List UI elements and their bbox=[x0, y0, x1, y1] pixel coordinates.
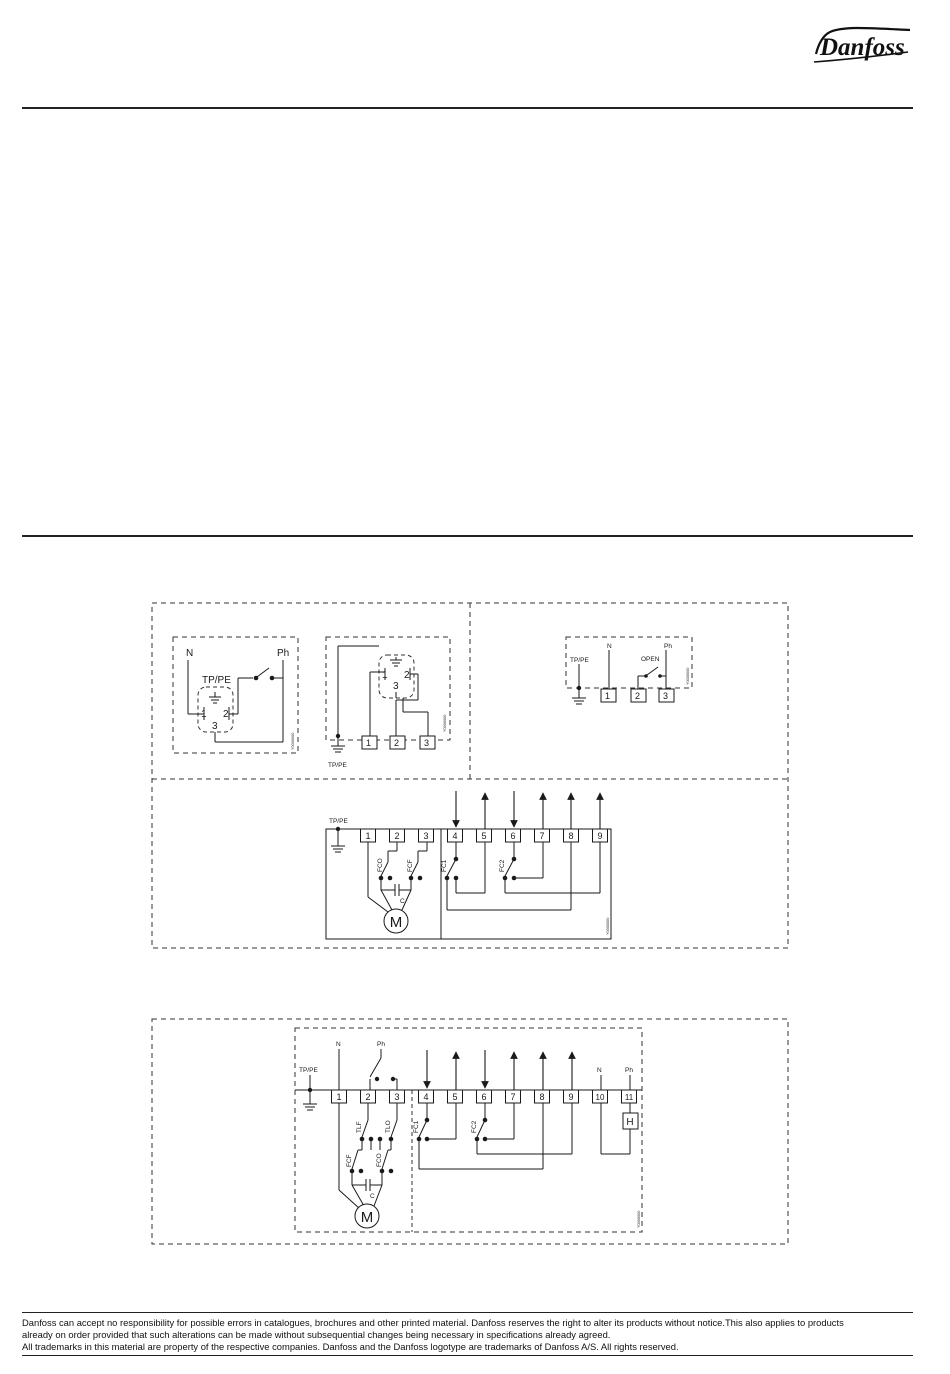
footer-disclaimer: Danfoss can accept no responsibility for… bbox=[22, 1317, 922, 1353]
label-tppe: TP/PE bbox=[299, 1067, 318, 1074]
label-c: C bbox=[400, 898, 405, 905]
label-fc2: FC2 bbox=[471, 1120, 478, 1133]
label-n-top: N bbox=[336, 1041, 341, 1048]
label-fcf: FCF bbox=[346, 1154, 353, 1167]
c-terminal-3: 3 bbox=[423, 831, 428, 841]
header-rule bbox=[22, 107, 913, 109]
label-n: N bbox=[607, 643, 612, 650]
terminal-2: 2 bbox=[394, 738, 399, 748]
label-fco: FCO bbox=[376, 1153, 383, 1167]
label-ph: Ph bbox=[664, 643, 672, 650]
footer-rule-top bbox=[22, 1312, 913, 1313]
figure-2-frame bbox=[151, 1018, 789, 1245]
danfoss-logo: Danfoss bbox=[813, 26, 911, 63]
d-terminal-box bbox=[592, 1089, 608, 1104]
plug-pin-2: 2 bbox=[223, 709, 229, 720]
c-terminal-box bbox=[418, 828, 434, 843]
c-terminal-box bbox=[476, 828, 492, 843]
figure-1-frame bbox=[151, 602, 789, 949]
footer-rule-bottom bbox=[22, 1355, 913, 1356]
section-rule bbox=[22, 535, 913, 537]
svg-text:Y0000000: Y0000000 bbox=[291, 733, 295, 750]
c-terminal-9: 9 bbox=[597, 831, 602, 841]
c-terminal-box bbox=[505, 828, 521, 843]
d-terminal-box bbox=[563, 1089, 579, 1104]
d-terminal-box bbox=[534, 1089, 550, 1104]
motor-label: M bbox=[390, 914, 403, 931]
d-terminal-2: 2 bbox=[365, 1092, 370, 1102]
d-terminal-box bbox=[476, 1089, 492, 1104]
diagram-d: N Ph TP/PE N Ph 1 2 3 4 5 6 7 8 9 10 11 bbox=[299, 1041, 641, 1229]
d-terminal-4: 4 bbox=[423, 1092, 428, 1102]
label-ph-top: Ph bbox=[377, 1041, 385, 1048]
terminal-3: 3 bbox=[663, 691, 668, 701]
d-terminal-1: 1 bbox=[336, 1092, 341, 1102]
d-terminal-box bbox=[621, 1089, 637, 1104]
label-ph: Ph bbox=[277, 648, 289, 659]
d-terminal-5: 5 bbox=[452, 1092, 457, 1102]
label-n-right: N bbox=[597, 1067, 602, 1074]
svg-text:Y0000000: Y0000000 bbox=[686, 668, 690, 685]
d-terminal-box bbox=[505, 1089, 521, 1104]
label-open: OPEN bbox=[641, 656, 660, 663]
label-fc1: FC1 bbox=[413, 1120, 420, 1133]
footer-line-3: All trademarks in this material are prop… bbox=[22, 1341, 679, 1352]
svg-text:Y0000000: Y0000000 bbox=[637, 1211, 641, 1228]
c-terminal-8: 8 bbox=[568, 831, 573, 841]
d-terminal-7: 7 bbox=[510, 1092, 515, 1102]
plug-pin-2b: 2 bbox=[404, 670, 410, 681]
label-tppe: TP/PE bbox=[570, 657, 589, 664]
label-fc1: FC1 bbox=[441, 859, 448, 872]
footer-line-1: Danfoss can accept no responsibility for… bbox=[22, 1317, 844, 1328]
c-terminal-1: 1 bbox=[365, 831, 370, 841]
logo-text: Danfoss bbox=[819, 34, 905, 61]
diagram-a: N Ph TP/PE 1 2 3 Y000000 bbox=[172, 636, 451, 769]
label-tlf: TLF bbox=[356, 1121, 363, 1133]
c-terminal-2: 2 bbox=[394, 831, 399, 841]
plug-pin-3b: 3 bbox=[393, 681, 399, 692]
c-terminal-6: 6 bbox=[510, 831, 515, 841]
label-ph-right: Ph bbox=[625, 1067, 633, 1074]
diagram-b: N Ph TP/PE OPEN 1 2 3 Y0000000 bbox=[565, 636, 693, 705]
c-terminal-7: 7 bbox=[539, 831, 544, 841]
diagram-c: TP/PE 1 2 3 4 5 6 7 8 9 bbox=[325, 791, 612, 940]
c-terminal-5: 5 bbox=[481, 831, 486, 841]
c-terminal-4: 4 bbox=[452, 831, 457, 841]
d-terminal-9: 9 bbox=[568, 1092, 573, 1102]
svg-text:Y0000000: Y0000000 bbox=[443, 715, 447, 732]
plug-pin-3: 3 bbox=[212, 721, 218, 732]
terminal-3: 3 bbox=[424, 738, 429, 748]
label-tppe-bottom: TP/PE bbox=[328, 762, 347, 769]
d-terminal-3: 3 bbox=[394, 1092, 399, 1102]
terminal-2: 2 bbox=[635, 691, 640, 701]
d-terminal-11: 11 bbox=[625, 1093, 634, 1102]
footer-line-2: already on order provided that such alte… bbox=[22, 1329, 611, 1340]
label-fco: FCO bbox=[377, 858, 384, 872]
label-fc2: FC2 bbox=[499, 859, 506, 872]
label-c: C bbox=[370, 1193, 375, 1200]
label-fcf: FCF bbox=[407, 859, 414, 872]
c-terminal-box bbox=[534, 828, 550, 843]
label-tppe: TP/PE bbox=[202, 675, 231, 686]
terminal-1: 1 bbox=[366, 738, 371, 748]
heater-label: H bbox=[626, 1117, 633, 1128]
terminal-1: 1 bbox=[605, 691, 610, 701]
d-terminal-box bbox=[447, 1089, 463, 1104]
d-terminal-8: 8 bbox=[539, 1092, 544, 1102]
label-tlo: TLO bbox=[385, 1120, 392, 1133]
d-terminal-box bbox=[418, 1089, 434, 1104]
svg-text:Y0000000: Y0000000 bbox=[606, 918, 610, 935]
c-terminal-box bbox=[447, 828, 463, 843]
d-terminal-10: 10 bbox=[596, 1093, 605, 1102]
label-n: N bbox=[186, 648, 193, 659]
d-terminal-6: 6 bbox=[481, 1092, 486, 1102]
motor-label: M bbox=[361, 1209, 374, 1226]
label-tppe: TP/PE bbox=[329, 818, 348, 825]
